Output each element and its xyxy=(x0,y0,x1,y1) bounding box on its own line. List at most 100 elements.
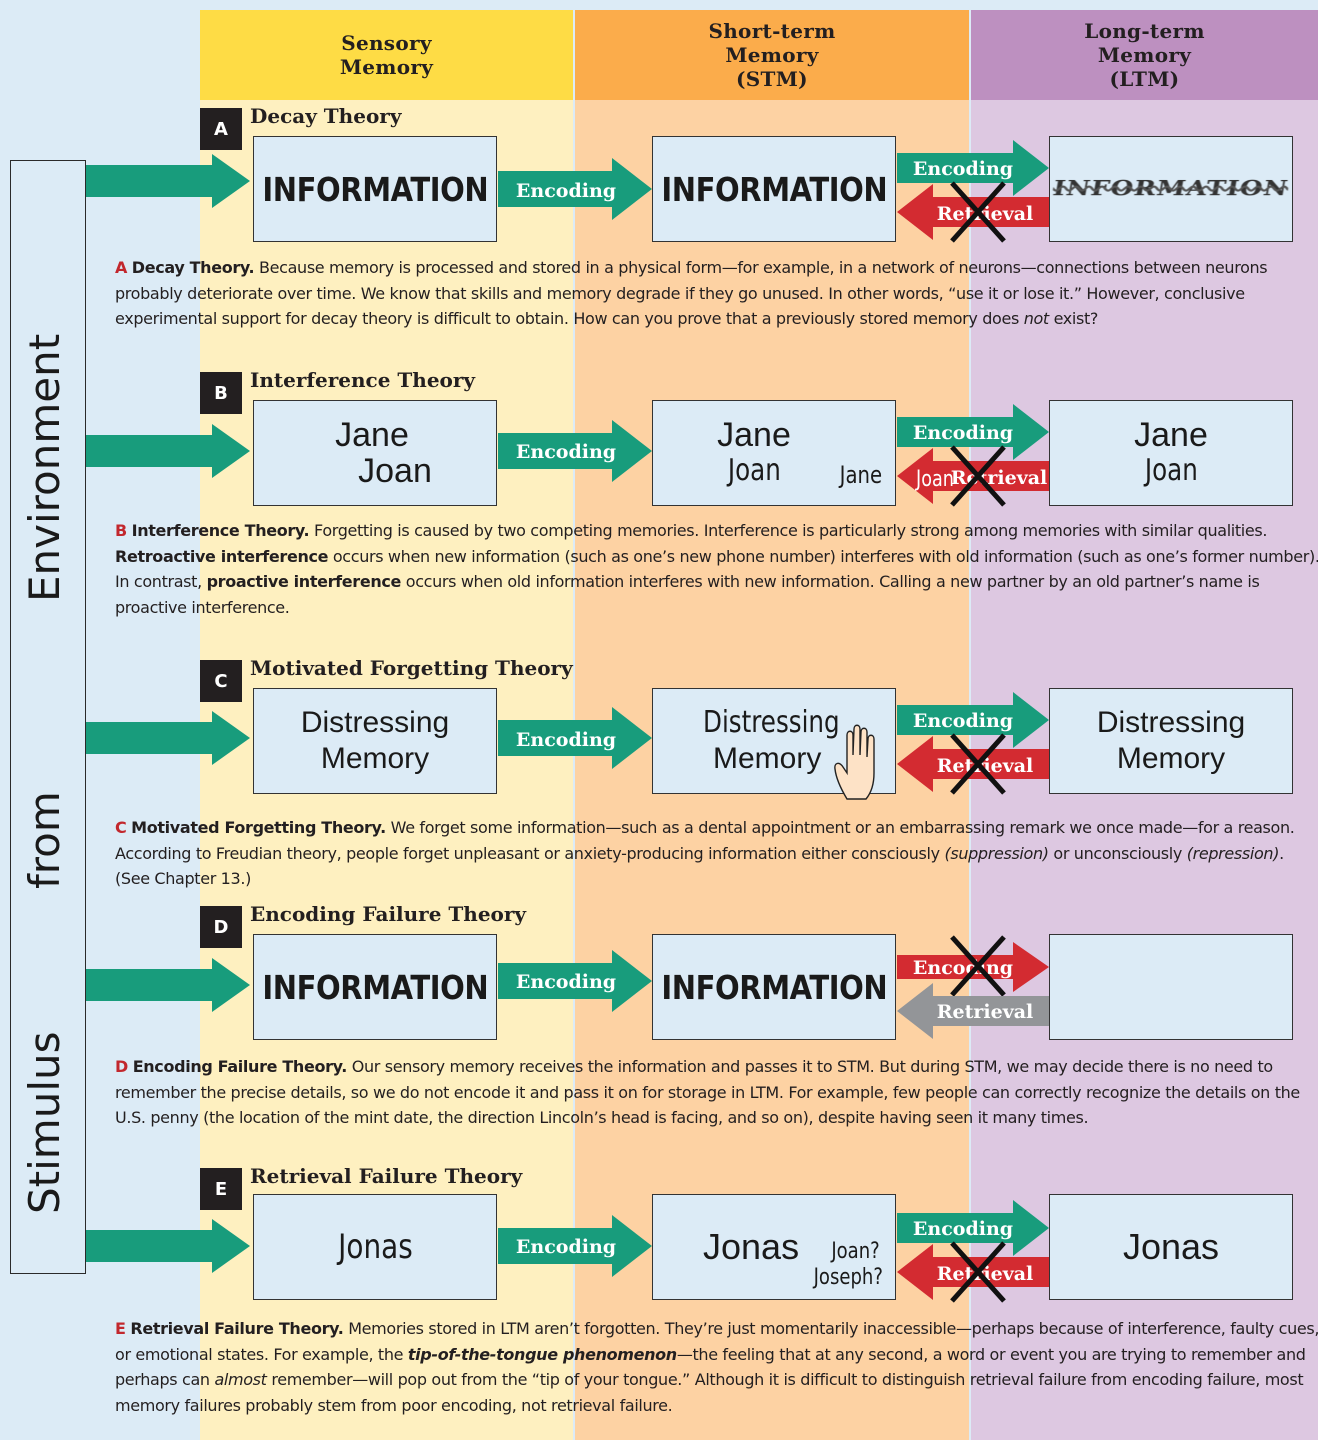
stm-header: Short-term Memory (STM) xyxy=(575,10,969,100)
section-e-caption-p2: —the feeling that at any second, a word … xyxy=(115,1344,1306,1390)
row-e-encoding-label: Encoding xyxy=(516,1236,616,1258)
row-a-ltm-encoding-label: Encoding xyxy=(913,158,1013,180)
section-d-caption-body: Our sensory memory receives the informat… xyxy=(115,1057,1300,1127)
row-c-input-arrow xyxy=(86,711,250,765)
section-c-caption: C Motivated Forgetting Theory. We forget… xyxy=(115,815,1318,892)
section-e-caption-p3: remember—will pop out from the “tip of y… xyxy=(115,1370,1304,1415)
row-e-ltm-encoding-arrow: Encoding xyxy=(897,1200,1049,1256)
section-a-caption-key: A xyxy=(115,258,128,277)
row-b-retrieval-arrow: Retrieval Joan xyxy=(897,448,1049,504)
section-a-caption-em: not xyxy=(1023,309,1050,328)
row-e-stm-jonas: Jonas xyxy=(703,1226,800,1267)
section-d-caption-key: D xyxy=(115,1057,128,1076)
section-b-caption-p2: occurs when new information (such as one… xyxy=(115,546,1318,592)
section-e-caption-title: Retrieval Failure Theory. xyxy=(130,1319,344,1338)
row-b-sensory-jane: Jane xyxy=(335,416,409,454)
stimulus-from-environment-panel xyxy=(10,160,86,1274)
row-b-stm-jane-small: Jane xyxy=(839,461,883,489)
row-a-encoding-arrow: Encoding xyxy=(498,158,652,220)
section-c-caption-key: C xyxy=(115,818,127,837)
row-c-sensory-l2: Memory xyxy=(320,742,430,775)
section-a-caption-tail: exist? xyxy=(1048,309,1099,328)
row-a-retrieval-label: Retrieval xyxy=(937,203,1034,225)
row-e-encoding-arrow: Encoding xyxy=(498,1215,652,1277)
sensory-memory-header-label: Sensory Memory xyxy=(339,31,434,79)
row-b-encoding-arrow: Encoding xyxy=(498,420,652,482)
row-a-stm-text: INFORMATION xyxy=(661,169,887,209)
row-c-ltm-l1: Distressing xyxy=(1096,706,1246,739)
row-d-ltm-encoding-label: Encoding xyxy=(913,957,1013,979)
row-e-ltm-box: Jonas xyxy=(1049,1194,1293,1300)
row-d-ltm-box-empty xyxy=(1049,934,1293,1040)
row-c-sensory-l1: Distressing xyxy=(300,706,450,739)
row-a-retrieval-arrow: Retrieval xyxy=(897,184,1049,240)
section-a-title: Decay Theory xyxy=(250,104,402,128)
row-c-stm-l1: Distressing xyxy=(703,705,840,740)
section-b-caption: B Interference Theory. Forgetting is cau… xyxy=(115,518,1318,620)
row-b-sensory-box: Jane Joan xyxy=(253,400,497,506)
sensory-memory-header: Sensory Memory xyxy=(200,10,573,100)
row-c-stm-l2: Memory xyxy=(713,742,822,775)
section-c-caption-title: Motivated Forgetting Theory. xyxy=(131,818,386,837)
row-a-sensory-text: INFORMATION xyxy=(262,169,488,209)
row-d-retrieval-label: Retrieval xyxy=(937,1001,1034,1023)
row-a-input-arrow xyxy=(86,154,250,208)
row-b-retrieval-label: Retrieval xyxy=(951,467,1048,489)
section-e-caption-p1: Memories stored in LTM aren’t forgotten.… xyxy=(115,1319,1318,1364)
section-c-caption-repression: (repression) xyxy=(1186,843,1280,863)
row-c-ltm-l2: Memory xyxy=(1116,742,1226,775)
row-c-stm-box: Distressing Memory xyxy=(652,688,896,800)
section-a-badge: A xyxy=(200,108,242,150)
section-b-caption-p1: Forgetting is caused by two competing me… xyxy=(314,521,1268,540)
row-c-encoding-label: Encoding xyxy=(516,729,616,751)
row-d-stm-box: INFORMATION xyxy=(652,934,896,1040)
ltm-header-label: Long-term Memory (LTM) xyxy=(1084,19,1205,91)
section-c-caption-p1: We forget some information—such as a den… xyxy=(115,818,1295,863)
row-c-sensory-box: Distressing Memory xyxy=(253,688,497,794)
row-e-sensory-box: Jonas xyxy=(253,1194,497,1300)
row-e-stm-joseph-q: Joseph? xyxy=(814,1265,884,1290)
row-e-retrieval-label: Retrieval xyxy=(937,1263,1034,1285)
row-d-input-arrow xyxy=(86,958,250,1012)
row-e-stm-joan-q: Joan? xyxy=(831,1239,880,1264)
row-b-ltm-jane: Jane xyxy=(1134,416,1208,454)
row-c-retrieval-arrow: Retrieval xyxy=(897,736,1049,792)
stm-header-label: Short-term Memory (STM) xyxy=(708,19,836,91)
row-e-stm-box: Jonas Joan? Joseph? xyxy=(652,1194,896,1300)
row-d-ltm-encoding-arrow-failed: Encoding xyxy=(897,942,1049,992)
section-c-badge: C xyxy=(200,660,242,702)
section-a-caption: A Decay Theory. Because memory is proces… xyxy=(115,255,1318,332)
section-e-badge: E xyxy=(200,1168,242,1210)
section-b-caption-p3: occurs when old information interferes w… xyxy=(115,572,1260,617)
row-a-encoding-label: Encoding xyxy=(516,180,616,202)
section-b-caption-proactive: proactive interference xyxy=(206,572,402,591)
section-d-title: Encoding Failure Theory xyxy=(250,902,527,926)
section-d-caption-title: Encoding Failure Theory. xyxy=(132,1057,348,1076)
row-b-ltm-box: Jane Joan xyxy=(1049,400,1293,506)
row-e-retrieval-arrow: Retrieval xyxy=(897,1244,1049,1300)
section-e-title: Retrieval Failure Theory xyxy=(250,1164,523,1188)
section-b-caption-retroactive: Retroactive interference xyxy=(115,546,329,566)
row-a-ltm-box: INFORMATION xyxy=(1049,136,1293,242)
section-d-caption: D Encoding Failure Theory. Our sensory m… xyxy=(115,1054,1318,1131)
row-e-ltm-encoding-label: Encoding xyxy=(913,1218,1013,1240)
stop-hand-icon xyxy=(834,724,875,800)
row-c-encoding-arrow: Encoding xyxy=(498,707,652,769)
row-d-retrieval-arrow-gray: Retrieval xyxy=(897,983,1049,1039)
row-b-ltm-encoding-arrow: Encoding xyxy=(897,404,1049,460)
section-c-caption-suppression: (suppression) xyxy=(944,843,1049,863)
row-d-sensory-box: INFORMATION xyxy=(253,934,497,1040)
row-b-encoding-label: Encoding xyxy=(516,441,616,463)
row-e-input-arrow xyxy=(86,1219,250,1273)
row-b-stm-joan: Joan xyxy=(727,453,781,488)
row-c-ltm-box: Distressing Memory xyxy=(1049,688,1293,794)
section-d-badge: D xyxy=(200,906,242,948)
section-b-title: Interference Theory xyxy=(250,368,476,392)
row-e-ltm-text: Jonas xyxy=(1122,1226,1220,1267)
section-a-caption-body: Because memory is processed and stored i… xyxy=(115,258,1268,328)
section-b-caption-title: Interference Theory. xyxy=(131,521,310,540)
row-b-sensory-joan: Joan xyxy=(358,452,432,490)
row-b-retrieval-joan: Joan xyxy=(914,466,954,491)
section-e-caption-almost: almost xyxy=(214,1370,267,1389)
